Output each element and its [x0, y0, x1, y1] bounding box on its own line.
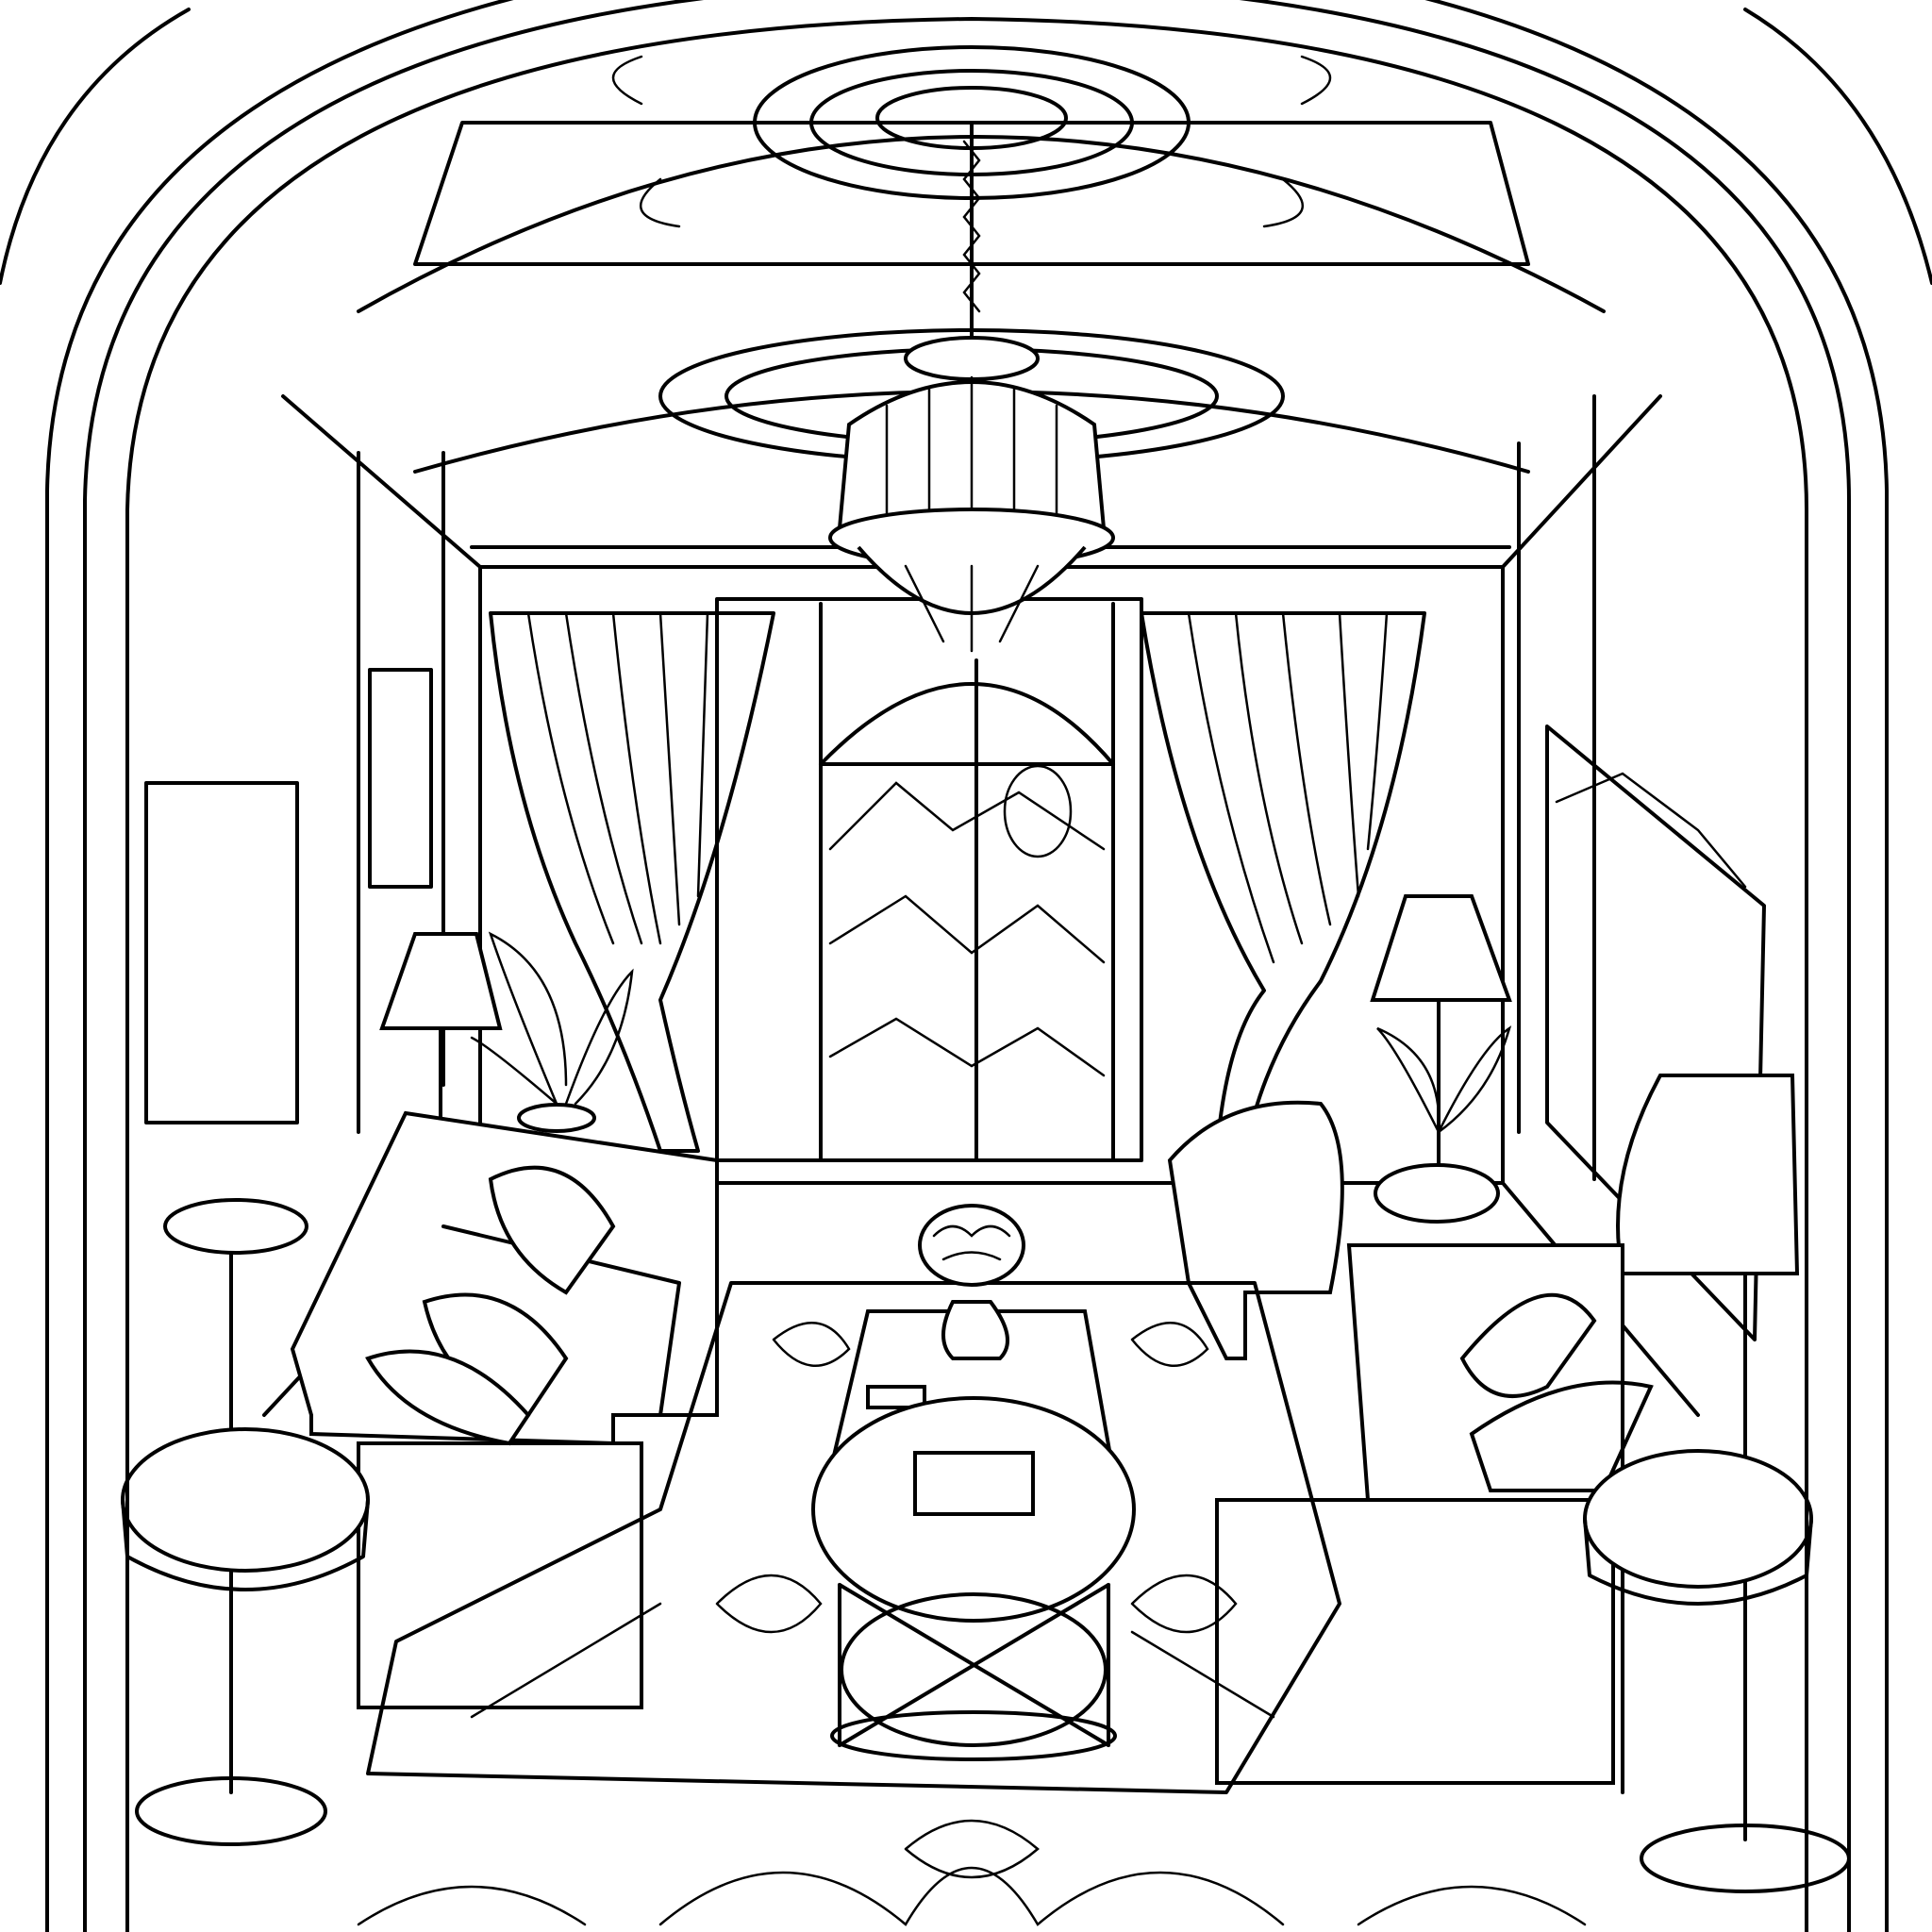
cushion [365, 1349, 531, 1446]
cushion [1469, 1380, 1654, 1492]
sofa-right [1215, 1243, 1654, 1794]
cushion [1459, 1292, 1597, 1398]
flower-vase [941, 1300, 1009, 1360]
sofa-left [290, 1110, 719, 1709]
right-wall [1517, 394, 1766, 1341]
cushion [488, 1165, 616, 1295]
sofa-right-arm [1215, 1498, 1615, 1785]
flower-bouquet [918, 1204, 1025, 1287]
sofa-left-arm [357, 1441, 643, 1709]
side-table-left [121, 1427, 370, 1591]
armchair [1167, 1100, 1344, 1360]
lamp-back-right [1370, 894, 1512, 1224]
window [715, 597, 1143, 1162]
lamp-back-left [379, 932, 503, 1134]
plant-right [1376, 1025, 1512, 1134]
wall-picture [368, 668, 433, 889]
cushion [422, 1292, 569, 1418]
book [913, 1451, 1035, 1516]
side-table-right [1583, 1449, 1813, 1606]
painting-right [1545, 724, 1766, 1341]
chandelier [828, 121, 1115, 653]
plant-left [470, 931, 634, 1133]
coffee-table-round [811, 1396, 1136, 1761]
mirror-left [144, 781, 299, 1124]
floor-pattern [357, 1819, 1587, 1926]
face-reflection [1003, 764, 1073, 858]
rug [366, 1281, 1341, 1794]
